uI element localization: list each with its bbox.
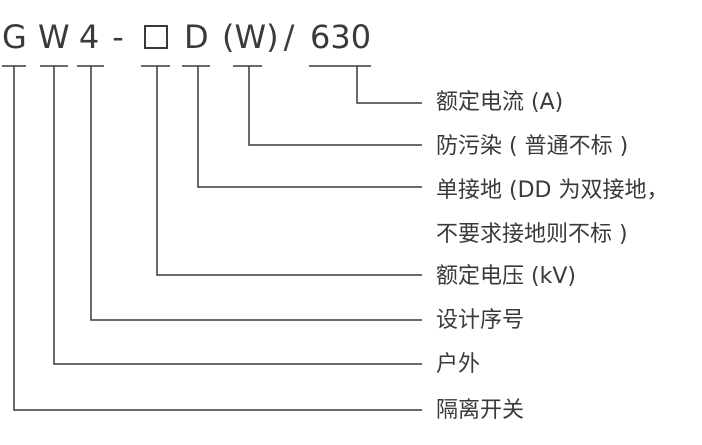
leader-rated-current — [356, 66, 422, 104]
label-rated-current: 额定电流 (A) — [436, 90, 564, 115]
leader-design-number — [90, 66, 422, 321]
leader-anti-pollution — [248, 66, 422, 146]
code-char-dash: - — [112, 18, 124, 56]
code-char-d: D — [184, 18, 209, 56]
leader-grounding — [197, 66, 422, 188]
code-placeholder-box — [144, 25, 168, 49]
leader-rated-voltage — [156, 66, 422, 276]
code-char-w: W — [38, 18, 70, 56]
leader-disconnector — [13, 66, 422, 411]
label-design-number: 设计序号 — [436, 308, 525, 333]
label-grounding-line2: 不要求接地则不标 ) — [436, 222, 628, 247]
leader-outdoor — [53, 66, 422, 365]
label-rated-voltage: 额定电压 (kV) — [436, 264, 576, 289]
label-outdoor: 户外 — [436, 352, 481, 377]
code-char-w-paren: (W) — [222, 18, 279, 56]
label-anti-pollution: 防污染 ( 普通不标 ) — [436, 134, 629, 159]
label-disconnector: 隔离开关 — [436, 398, 525, 423]
code-char-4: 4 — [78, 18, 100, 56]
code-char-slash: / — [283, 18, 295, 56]
code-char-630: 630 — [310, 18, 372, 56]
label-grounding-line1: 单接地 (DD 为双接地， — [436, 178, 669, 203]
code-char-g: G — [2, 18, 27, 56]
